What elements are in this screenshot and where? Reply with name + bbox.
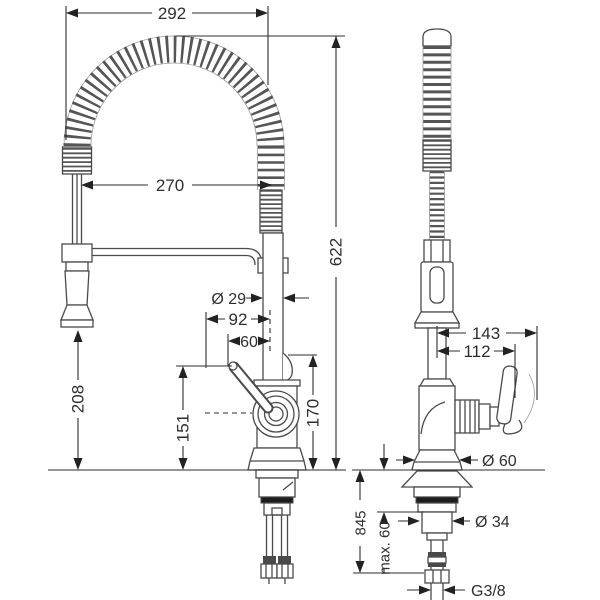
base-front [247,447,307,471]
spray-head-front [60,261,94,328]
dimension-spray-height: 208 [69,330,88,470]
spout-tip-front [282,352,293,382]
dimension-hose-reach: 270 [81,176,272,195]
spray-head-side [413,239,461,329]
dim-handle-tip-height: 151 [174,414,193,442]
dim-base-diameter: Ø 60 [482,453,517,470]
faucet-body-side [411,327,535,471]
dim-spray-height: 208 [69,385,88,413]
spring-coil-side [422,28,452,240]
dim-max-mounting-thickness: max. 60 [377,521,394,574]
dim-connection-thread: G3/8 [471,583,506,600]
lever-handle-side [496,365,535,435]
dim-side-reach-spout: 112 [463,342,490,361]
spray-holder-column [61,146,93,263]
base-side [411,449,463,471]
dimension-handle-offset: 60 [205,334,270,414]
dim-column-diameter: Ø 29 [211,291,246,308]
dimension-side-reach-spout: 112 [437,342,516,398]
dimension-below-deck-length: 845 [353,470,424,574]
faucet-body-front [228,361,307,471]
dimension-spout-height: 170 [288,354,323,470]
dimension-base-diameter: Ø 60 [396,453,517,470]
dimension-shank-diameter: Ø 34 [398,514,510,531]
support-bar [92,247,289,274]
side-outlet [454,399,500,434]
dimension-handle-reach: 92 [205,310,271,368]
under-counter-parts-side [400,470,474,600]
dimension-handle-tip-height: 151 [174,365,232,470]
dim-shank-diameter: Ø 34 [475,514,510,531]
dim-below-deck-length: 845 [353,510,370,535]
dimension-overall-width: 292 [65,4,269,140]
spring-coil-arch [63,35,285,190]
dim-overall-width: 292 [158,4,186,23]
faucet-column [259,189,293,384]
dimension-side-reach-total: 143 [436,324,538,400]
side-view [400,28,535,600]
dim-side-reach-total: 143 [472,324,500,343]
dimension-connection-thread: G3/8 [407,583,506,600]
dimension-max-mounting-thickness: max. 60 [377,444,424,575]
dim-overall-height: 622 [327,238,346,266]
dim-spout-height: 170 [304,399,323,427]
dimension-overall-height: 622 [176,35,346,470]
lever-swing-arc [523,373,535,424]
dim-handle-offset: 60 [240,334,258,351]
dim-hose-reach: 270 [156,176,184,195]
lever-handle-front [228,361,274,414]
front-view [60,35,307,584]
under-counter-parts-front [255,469,299,584]
dimension-column-diameter: Ø 29 [211,291,309,308]
dim-handle-reach: 92 [229,310,248,329]
